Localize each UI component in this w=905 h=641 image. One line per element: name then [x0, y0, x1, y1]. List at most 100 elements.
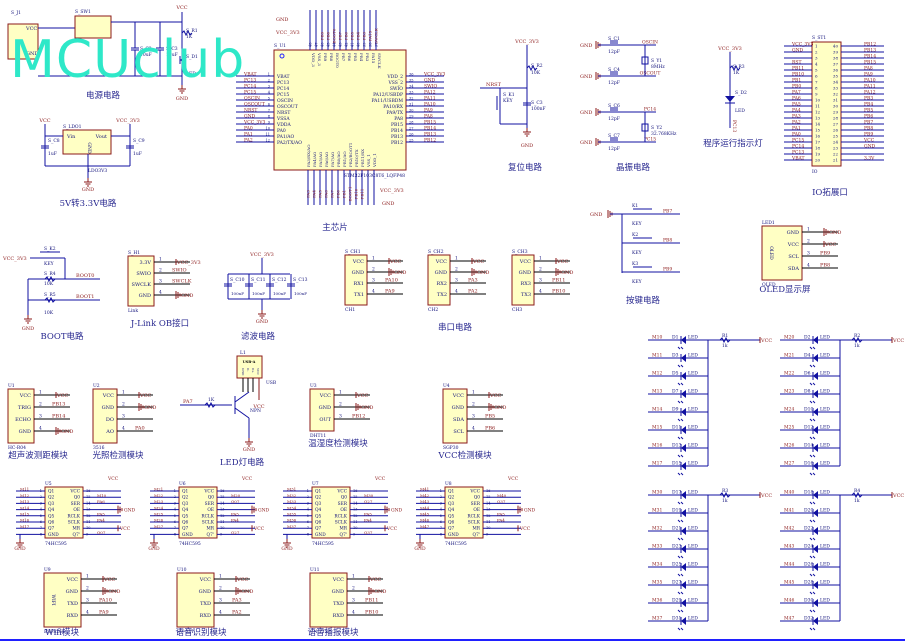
component-part: 74HC595: [312, 541, 334, 547]
component-part: DHT11: [310, 433, 326, 439]
section-title-humidity: 温湿度检测模块: [308, 438, 368, 449]
pin-name: PB0/AO: [336, 151, 341, 167]
net-label: PB13: [52, 402, 65, 408]
net-label: M24: [154, 505, 164, 510]
pin-name: OSCOUT: [277, 104, 298, 110]
component-ref: S_C6: [608, 103, 620, 109]
pin-number: 12: [815, 110, 821, 115]
net-label: VCC: [241, 476, 253, 482]
led-icon: [681, 563, 686, 571]
net-label: PB8: [326, 31, 331, 40]
net-label: PA4: [231, 518, 239, 523]
net-label: GND: [580, 140, 592, 146]
io-header: [811, 41, 842, 167]
component-value: LED: [688, 526, 698, 532]
pin-number: 43: [339, 43, 343, 47]
net-label: PA3: [306, 190, 311, 198]
pin-name: Q7: [448, 527, 455, 532]
net-label: PB10: [354, 188, 359, 199]
component-ref: R2: [854, 333, 860, 339]
resistor-icon: [181, 29, 193, 37]
net-label: PB10: [792, 72, 804, 78]
component-body: [92, 388, 118, 444]
net-label: PC15: [644, 137, 656, 143]
pin-number: 14: [486, 501, 491, 505]
net-label: VCC: [489, 393, 501, 399]
pin-number: 1: [455, 256, 458, 262]
pin-number: 9: [353, 532, 355, 536]
pin-name: PB6: [347, 53, 352, 62]
resistor-icon: [851, 336, 863, 344]
pin-number: 31: [409, 103, 413, 107]
pin-number: 45: [327, 43, 331, 47]
net-label: VCC: [556, 259, 568, 265]
net-label: PA3: [792, 114, 801, 120]
pin-number: 13: [353, 508, 357, 512]
component-ref: D4: [804, 353, 811, 359]
pin-name: MR: [472, 527, 480, 532]
net-label: VCC: [374, 476, 386, 482]
pin-name: PA11/USBDM: [371, 98, 403, 104]
pin-number: 2: [339, 402, 342, 408]
pin-name: Q1: [315, 490, 322, 495]
net-label: GND: [864, 144, 876, 150]
net-label: PB11: [552, 278, 565, 284]
pin-number: 13: [86, 508, 90, 512]
net-label: M27: [784, 461, 794, 467]
pin-name: PA9/TX: [387, 110, 404, 116]
component-ref: S_C8: [48, 138, 60, 144]
net-label: PB5: [864, 108, 873, 114]
light-emission-icon: [677, 501, 684, 505]
pin-number: 4: [174, 508, 177, 512]
pin-number: 5: [174, 514, 176, 518]
pin-number: 3: [440, 501, 442, 505]
pin-number: 12: [486, 514, 490, 518]
component-value: LED: [186, 71, 196, 77]
pin-name: Q6: [182, 521, 189, 526]
pin-number: 2: [86, 586, 89, 592]
component-value: 1k: [854, 343, 860, 349]
net-label: PB12: [424, 138, 436, 144]
pin-name: GND: [315, 533, 326, 538]
pin-name: GND: [452, 405, 464, 411]
component-ref: U11: [310, 567, 320, 573]
pin-number: 4: [372, 289, 375, 295]
net-label: PA9: [385, 289, 395, 295]
pin-number: 31: [833, 98, 838, 103]
net-label: M35: [652, 580, 662, 586]
net-label: PB10: [365, 610, 378, 616]
resistor-icon: [204, 401, 216, 409]
pin-name: Vout: [95, 134, 107, 140]
pin-number: 46: [321, 43, 325, 47]
component-ref: U8: [445, 481, 452, 487]
pin-name: Q0: [74, 496, 81, 501]
pin-number: 3: [174, 501, 176, 505]
pin-name: Q3: [182, 502, 189, 507]
component-ref: S_C1: [608, 36, 620, 42]
pin-number: 3: [39, 414, 42, 420]
net-label: BOOT1: [348, 187, 353, 202]
net-label: GND: [276, 17, 288, 23]
net-label: PB8: [663, 238, 672, 244]
net-label: Q07: [231, 499, 240, 504]
net-label: M22: [784, 371, 794, 377]
net-label: PA6: [97, 499, 105, 504]
net-label: GND: [521, 143, 533, 149]
pin-number: 10: [353, 526, 357, 530]
component-ref: S_CH1: [345, 249, 361, 255]
component-body: [442, 388, 468, 444]
component-ref: D17: [672, 490, 681, 496]
pin-number: 6: [440, 520, 442, 524]
net-label: M27: [154, 524, 164, 529]
pin-number: 4: [352, 610, 355, 616]
component-body: [309, 572, 348, 628]
component-value: LED: [688, 580, 698, 586]
light-emission-icon: [809, 454, 816, 458]
pin-number: 5: [815, 68, 818, 73]
net-label: PA4: [312, 190, 317, 198]
pin-number: 8: [815, 86, 818, 91]
component-body: [344, 254, 368, 306]
net-label: PA0: [792, 132, 801, 138]
pin-number: 28: [833, 116, 839, 121]
component-ref: S_C12: [272, 277, 287, 283]
